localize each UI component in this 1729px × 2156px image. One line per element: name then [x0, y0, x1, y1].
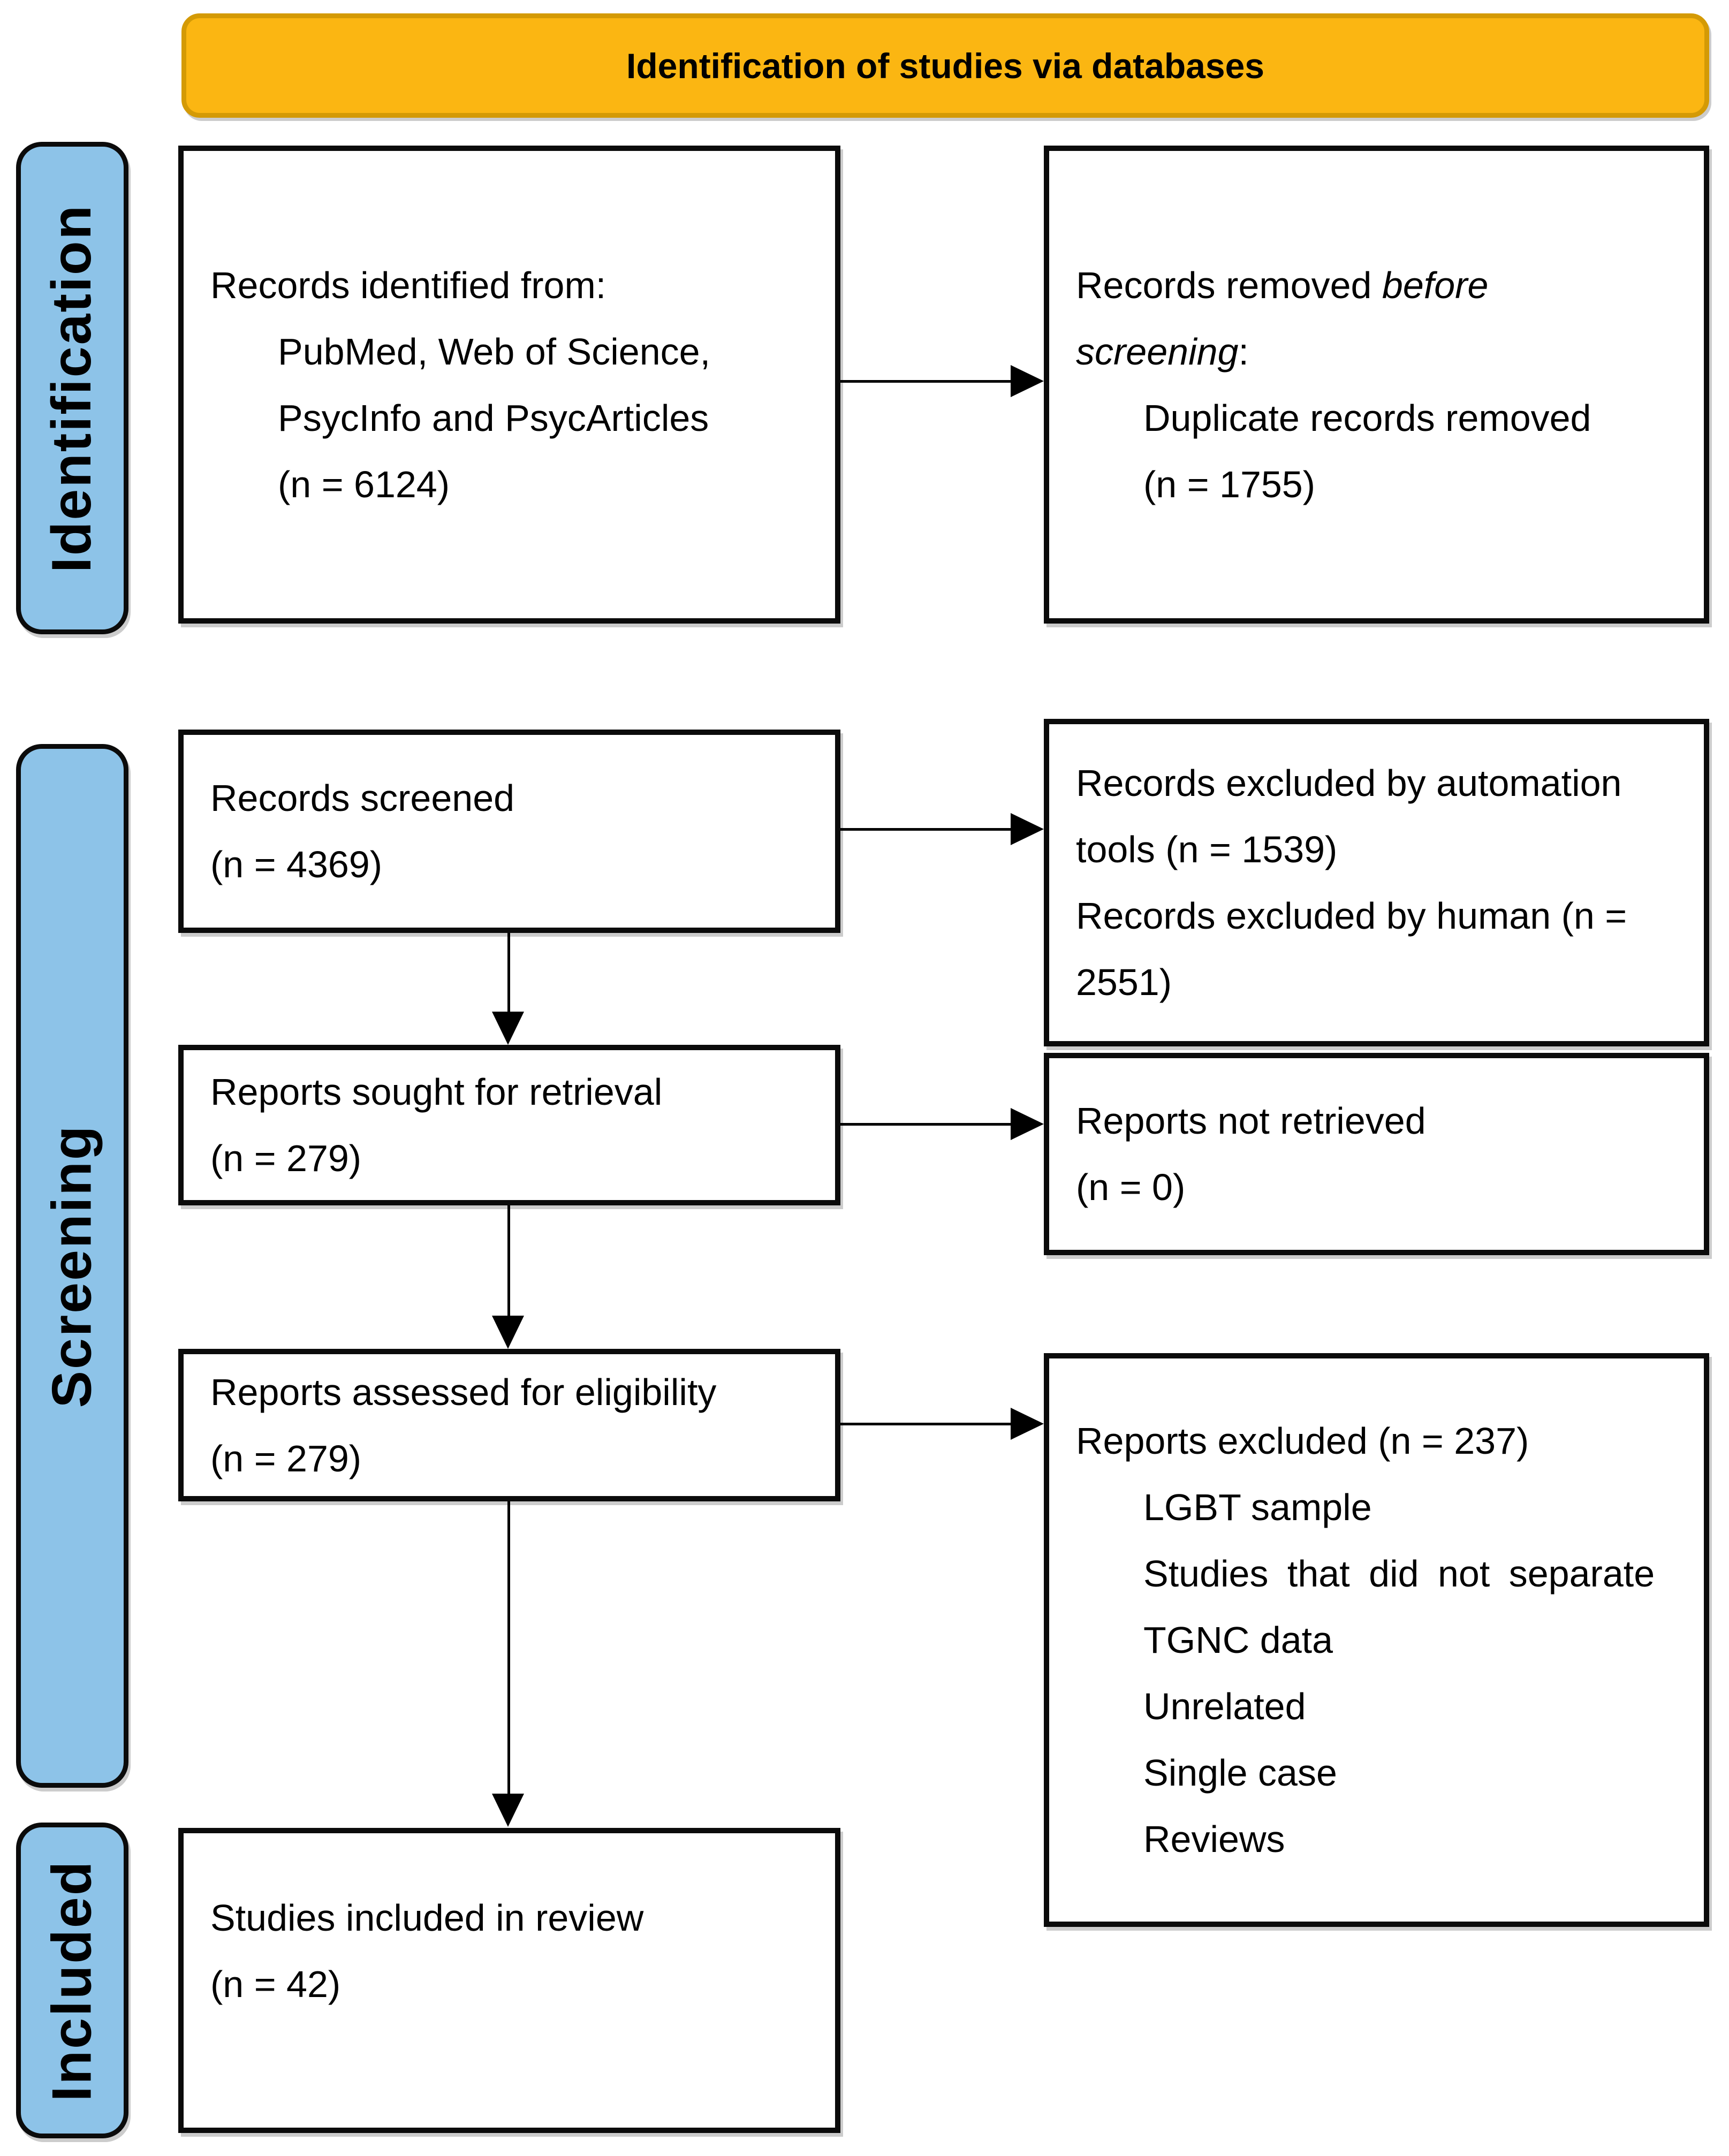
- box-line: Single case: [1143, 1752, 1337, 1794]
- arrow-shaft: [840, 828, 1014, 831]
- box-line: tools (n = 1539): [1076, 829, 1338, 870]
- box-line: Records identified from:: [210, 264, 606, 306]
- box-line: Unrelated: [1143, 1686, 1306, 1727]
- box-line: (n = 42): [210, 1963, 341, 2005]
- arrow-shaft: [840, 380, 1014, 383]
- arrow-head-icon: [1011, 1108, 1044, 1140]
- banner-title: Identification of studies via databases: [626, 45, 1264, 86]
- arrow-head-icon: [492, 1794, 524, 1827]
- box-line: 2551): [1076, 961, 1172, 1003]
- box-line: Reports sought for retrieval: [210, 1071, 663, 1113]
- stage-label-screening-text: Screening: [41, 1124, 103, 1408]
- arrow-shaft: [507, 1205, 510, 1317]
- box-line-italic-text: screening: [1076, 330, 1239, 373]
- banner-identification-via-databases: Identification of studies via databases: [181, 13, 1709, 118]
- box-line: Records excluded by human (n =: [1076, 895, 1627, 937]
- stage-label-identification: Identification: [16, 142, 128, 634]
- box-line: Reports excluded (n = 237): [1076, 1420, 1529, 1462]
- box-line: LGBT sample: [1143, 1486, 1372, 1528]
- box-line: PubMed, Web of Science,: [278, 330, 711, 373]
- box-records-screened: Records screened (n = 4369): [178, 730, 840, 933]
- box-records-removed-before-screening: Records removed before screening: Duplic…: [1044, 146, 1709, 624]
- arrow-shaft: [840, 1123, 1014, 1126]
- arrow-shaft: [840, 1423, 1014, 1425]
- box-line-italic-text: before: [1382, 264, 1489, 306]
- box-line: (n = 279): [210, 1137, 362, 1179]
- box-line: Records removed before: [1076, 252, 1689, 318]
- stage-label-included: Included: [16, 1823, 128, 2138]
- box-line: screening:: [1076, 318, 1689, 385]
- arrow-head-icon: [492, 1316, 524, 1349]
- box-studies-included: Studies included in review (n = 42): [178, 1828, 840, 2133]
- box-line: TGNC data: [1143, 1619, 1333, 1661]
- box-reports-sought: Reports sought for retrieval (n = 279): [178, 1045, 840, 1205]
- box-records-excluded: Records excluded by automation tools (n …: [1044, 719, 1709, 1046]
- box-line: (n = 6124): [278, 463, 450, 505]
- box-line: (n = 279): [210, 1437, 362, 1479]
- box-line-text: Records removed: [1076, 264, 1382, 306]
- box-line: Studies that did not separate: [1143, 1553, 1655, 1595]
- box-line: Records screened: [210, 777, 515, 819]
- box-line: Reviews: [1143, 1818, 1285, 1860]
- arrow-shaft: [507, 933, 510, 1013]
- arrow-head-icon: [492, 1012, 524, 1045]
- box-reports-not-retrieved: Reports not retrieved (n = 0): [1044, 1053, 1709, 1255]
- box-reports-assessed: Reports assessed for eligibility (n = 27…: [178, 1349, 840, 1501]
- box-line: (n = 0): [1076, 1166, 1186, 1208]
- stage-label-identification-text: Identification: [41, 203, 103, 573]
- box-line: Records excluded by automation: [1076, 762, 1622, 804]
- box-line: Reports assessed for eligibility: [210, 1371, 717, 1413]
- arrow-shaft: [507, 1501, 510, 1795]
- box-line: (n = 1755): [1143, 463, 1316, 505]
- stage-label-included-text: Included: [41, 1859, 103, 2101]
- box-reports-excluded: Reports excluded (n = 237) LGBT sample S…: [1044, 1353, 1709, 1927]
- box-line: Duplicate records removed: [1143, 397, 1591, 439]
- arrow-head-icon: [1011, 813, 1044, 845]
- arrow-head-icon: [1011, 365, 1044, 397]
- stage-label-screening: Screening: [16, 744, 128, 1788]
- box-line: (n = 4369): [210, 844, 383, 885]
- box-line: PsycInfo and PsycArticles: [278, 397, 709, 439]
- box-line-text: :: [1238, 330, 1249, 373]
- box-line: Studies included in review: [210, 1897, 644, 1939]
- box-line: Reports not retrieved: [1076, 1100, 1426, 1142]
- box-records-identified: Records identified from: PubMed, Web of …: [178, 146, 840, 624]
- arrow-head-icon: [1011, 1408, 1044, 1440]
